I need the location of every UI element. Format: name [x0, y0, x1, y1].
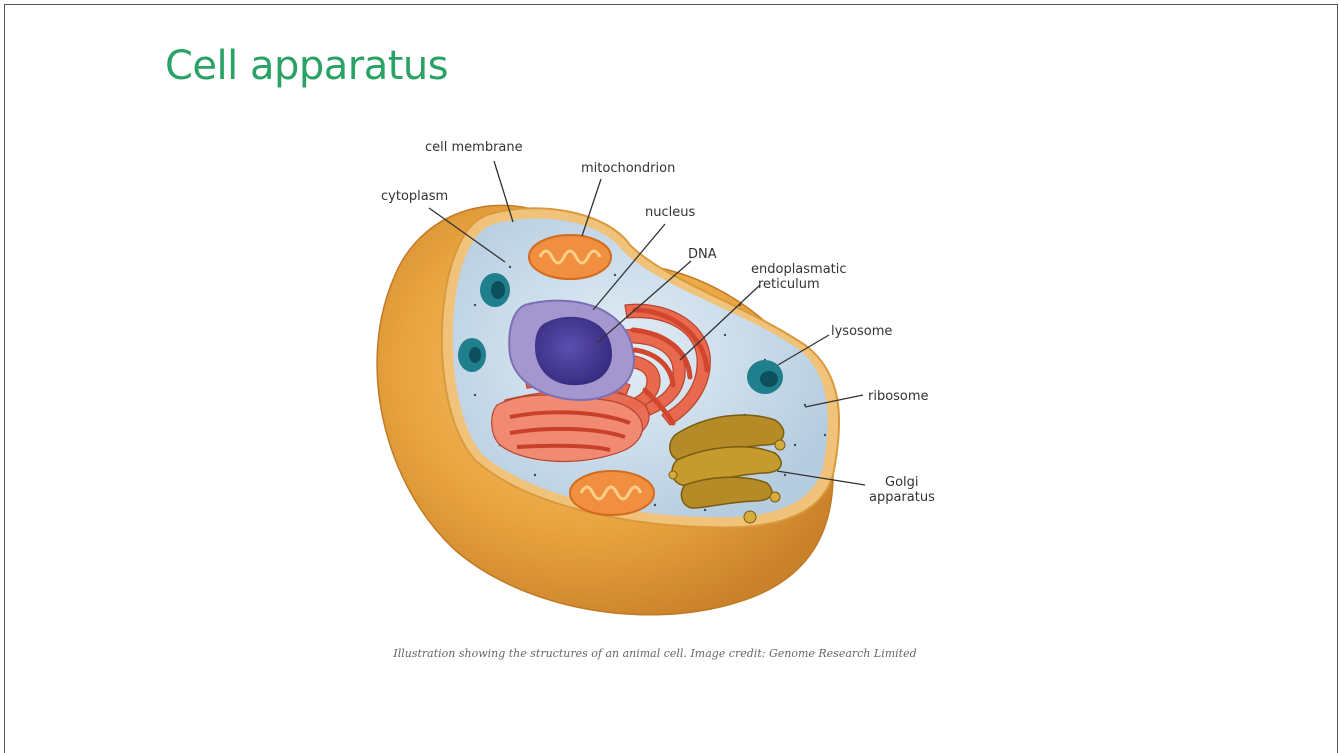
image-caption: Illustration showing the structures of a…: [5, 647, 1305, 660]
label-mitochondrion: mitochondrion: [581, 161, 675, 176]
dna-nucleoplasm: [535, 317, 612, 385]
mitochondrion-bottom: [570, 471, 654, 515]
label-cell-membrane: cell membrane: [425, 140, 523, 155]
label-dna: DNA: [688, 247, 717, 262]
label-ribosome: ribosome: [868, 389, 929, 404]
label-lysosome: lysosome: [831, 324, 892, 339]
lysosome: [747, 360, 783, 394]
slide: Cell apparatus: [4, 4, 1338, 753]
label-er-line2: reticulum: [758, 277, 820, 292]
animal-cell-diagram: cell membrane mitochondrion cytoplasm nu…: [5, 5, 1337, 753]
label-er-line1: endoplasmatic: [751, 262, 847, 277]
vesicle-left-1: [480, 273, 510, 307]
label-cytoplasm: cytoplasm: [381, 189, 448, 204]
label-golgi-line2: apparatus: [869, 490, 935, 505]
label-nucleus: nucleus: [645, 205, 695, 220]
label-golgi-line1: Golgi: [885, 475, 919, 490]
mitochondrion-top: [529, 235, 611, 279]
vesicle-left-2: [458, 338, 486, 372]
